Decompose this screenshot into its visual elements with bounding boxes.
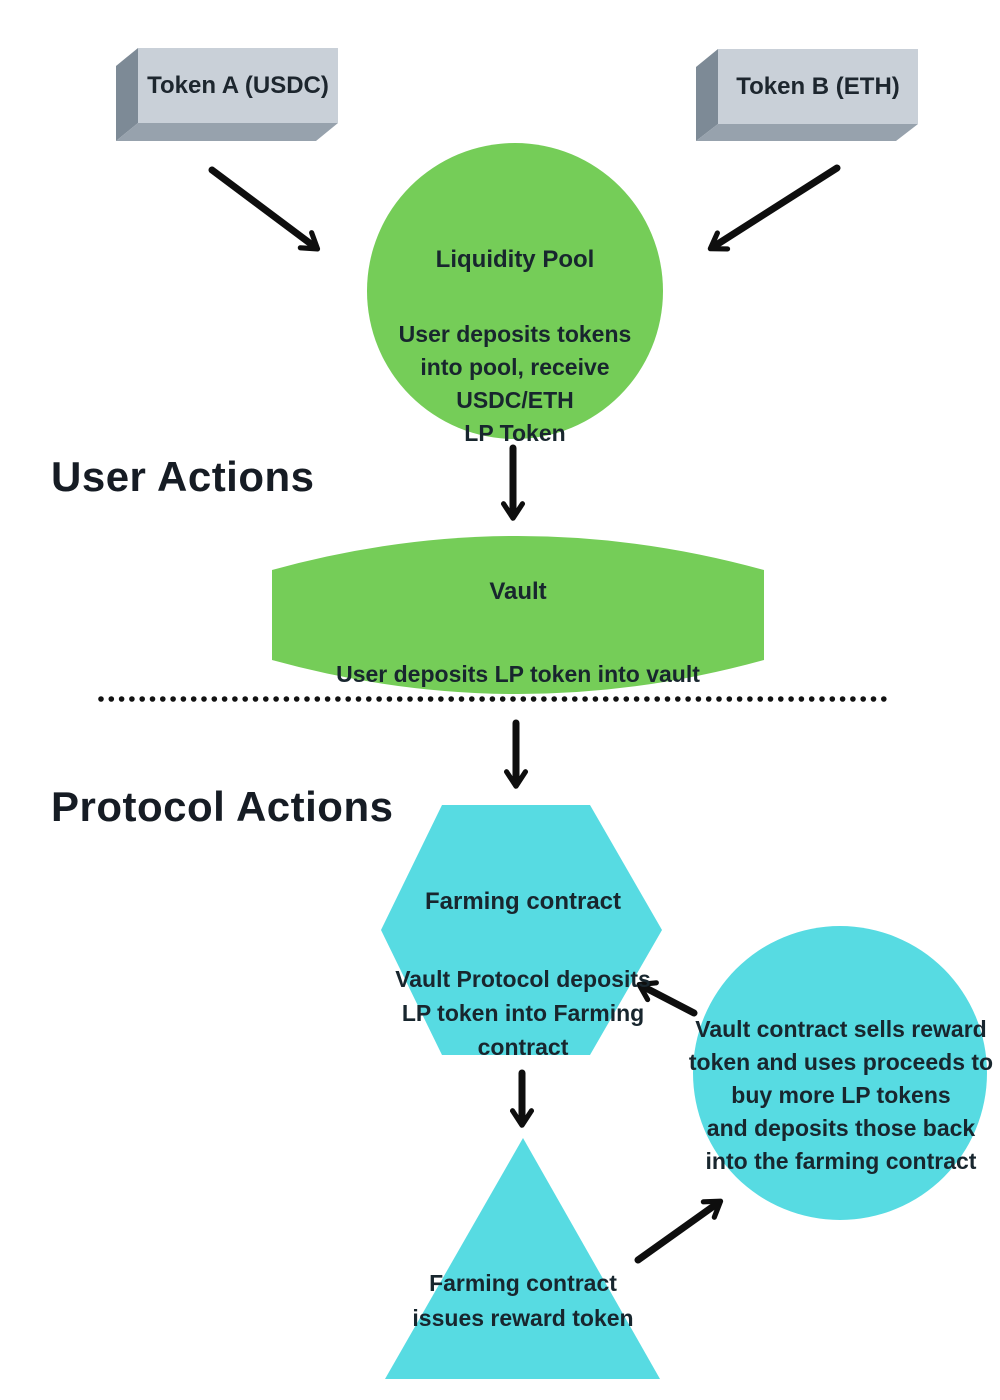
liquidity-pool-title: Liquidity Pool <box>435 246 595 273</box>
arrow-triangle-to-loop <box>634 1198 724 1264</box>
farming-contract-title: Farming contract <box>424 888 622 915</box>
farming-contract-hexagon <box>381 805 662 1055</box>
farming-contract-text: Farming contract Vault Protocol deposits… <box>388 851 658 1098</box>
arrow-token-a-to-pool <box>208 166 321 252</box>
token-a-label: Token A (USDC) <box>147 71 329 99</box>
token-b-box-face <box>718 49 918 124</box>
token-a-box-bottom <box>116 123 338 141</box>
liquidity-pool-circle <box>367 143 663 439</box>
vault-shape <box>272 536 764 694</box>
liquidity-pool-text: Liquidity Pool User deposits tokens into… <box>360 210 670 483</box>
reward-token-triangle <box>385 1138 660 1379</box>
token-a-box-face <box>138 48 338 123</box>
vault-title: Vault <box>489 578 547 605</box>
token-b-label: Token B (ETH) <box>736 72 900 100</box>
token-a-box <box>116 48 338 141</box>
protocol-actions-heading: Protocol Actions <box>51 783 394 830</box>
token-b-box-bottom <box>696 124 918 141</box>
compound-loop-text: Vault contract sells reward token and us… <box>688 1016 994 1174</box>
user-actions-heading: User Actions <box>51 453 315 500</box>
token-a-box-side <box>116 48 138 141</box>
reward-token-text: Farming contract issues reward token <box>412 1270 634 1331</box>
token-b-box <box>696 49 918 141</box>
token-b-box-side <box>696 49 718 141</box>
vault-text: Vault User deposits LP token into vault <box>272 542 764 724</box>
arrow-loop-to-farming <box>636 980 698 1017</box>
vault-body: User deposits LP token into vault <box>336 661 700 687</box>
arrow-token-b-to-pool <box>707 164 841 252</box>
farming-contract-body: Vault Protocol deposits LP token into Fa… <box>395 966 651 1060</box>
liquidity-pool-body: User deposits tokens into pool, receive … <box>398 321 632 446</box>
compound-loop-circle <box>693 926 987 1220</box>
